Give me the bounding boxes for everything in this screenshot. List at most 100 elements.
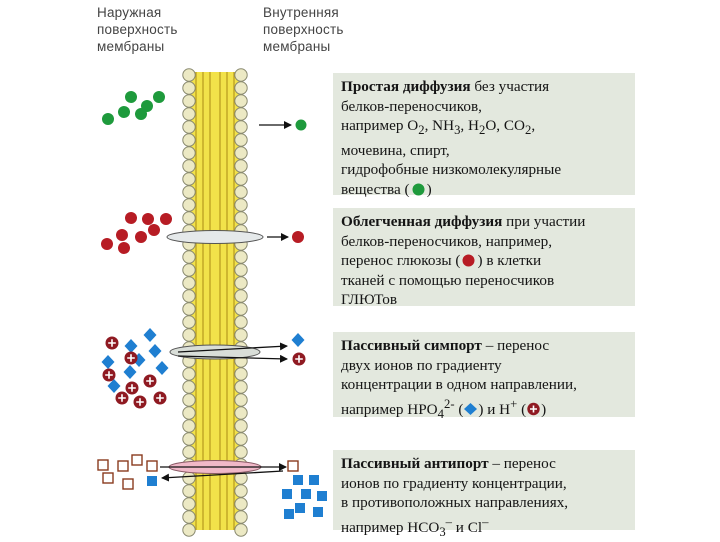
hco3-ion [122, 478, 134, 490]
inner-surface-header: Внутренняя поверхность мембраны [263, 4, 344, 55]
simple-diffusion-box: Простая диффузия без участия белков-пере… [333, 73, 635, 198]
glucose-molecule [160, 213, 172, 225]
phospholipid-head [182, 146, 196, 160]
box-text: O, CO [485, 117, 525, 134]
green-circle-icon [412, 183, 425, 196]
phospholipid-head [182, 133, 196, 147]
box-text: без участия [470, 78, 550, 95]
phospholipid-head [182, 172, 196, 186]
box-text: в противоположных направлениях, [341, 494, 569, 511]
phospholipid-head [234, 393, 248, 407]
phospholipid-head [182, 419, 196, 433]
glucose-molecule [125, 212, 137, 224]
phospholipid-head [182, 406, 196, 420]
box-text: ГЛЮТов [341, 291, 398, 308]
lipid-bilayer [182, 68, 248, 537]
subscript: 3 [454, 123, 461, 138]
box-text: например HCO [341, 518, 440, 536]
cl-ion [317, 491, 327, 501]
superscript: – [482, 514, 489, 529]
simple-diffusion-title: Простая диффузия [341, 78, 471, 95]
box-text: , NH [424, 117, 455, 134]
hpo4-ion [123, 365, 137, 379]
hpo4-ion [148, 344, 162, 358]
box-text: белков-переносчиков, [341, 97, 482, 115]
h-ion-plus [105, 371, 113, 379]
phospholipid-head [182, 523, 196, 537]
box-text: перенос глюкозы ( [341, 252, 461, 269]
phospholipid-head [182, 198, 196, 212]
cl-ion [295, 503, 305, 513]
carrier-proteins [166, 230, 264, 474]
phospholipid-head [182, 445, 196, 459]
symport-arrow-hpo4 [177, 342, 288, 353]
h-ion-plus [295, 355, 303, 363]
outer-header-line: поверхность [97, 22, 178, 37]
hco3-ion [117, 460, 129, 472]
phospholipid-head [182, 185, 196, 199]
facilitated-diffusion-title: Облегченная диффузия [341, 213, 503, 230]
box-text: концентрации в одном направлении, [341, 376, 577, 393]
phospholipid-head [182, 328, 196, 342]
box-text: – перенос [481, 337, 550, 354]
box-text: вещества ( [341, 180, 410, 198]
phospholipid-head [182, 107, 196, 121]
hco3-ion [97, 459, 109, 471]
glucose-molecule [135, 231, 147, 243]
phospholipid-head [234, 120, 248, 134]
hpo4-ion [107, 379, 121, 393]
box-text: ( [517, 400, 527, 418]
phospholipid-head [234, 380, 248, 394]
box-text: тканей с помощью переносчиков [341, 271, 555, 289]
box-text: белков-переносчиков, например, [341, 232, 553, 250]
diffusion-molecule [102, 113, 114, 125]
phospholipid-head [234, 302, 248, 316]
outer-header-line: Наружная [97, 5, 162, 20]
facilitated-diffusion-box: Облегченная диффузия при участии белков-… [333, 208, 635, 308]
red-circle-icon [462, 254, 475, 267]
box-text: мочевина, спирт, [341, 141, 450, 159]
inner-header-line: поверхность [263, 22, 344, 37]
outer-header-line: мембраны [97, 39, 165, 54]
diffusion-molecule [153, 91, 165, 103]
glucose-molecule [148, 224, 160, 236]
phospholipid-head [234, 419, 248, 433]
hco3-ion [287, 460, 299, 472]
phospholipid-head [182, 367, 196, 381]
phospholipid-head [234, 68, 248, 82]
phospholipid-head [234, 133, 248, 147]
formula-line: например O2, NH3, H2O, CO2, [341, 116, 629, 141]
superscript: + [510, 396, 518, 411]
glucose-molecule [142, 213, 154, 225]
box-text: , [531, 117, 536, 134]
phospholipid-head [234, 328, 248, 342]
phospholipid-head [182, 471, 196, 485]
outer-surface-header: Наружная поверхность мембраны [97, 4, 178, 55]
phospholipid-head [234, 484, 248, 498]
diffusion-molecule [135, 108, 147, 120]
hco3-ion [102, 472, 114, 484]
phospholipid-head [234, 250, 248, 264]
phospholipid-head [234, 432, 248, 446]
hco3-ion [131, 454, 143, 466]
cl-ion [284, 509, 294, 519]
phospholipid-head [182, 510, 196, 524]
phospholipid-head [234, 289, 248, 303]
box-text: – перенос [488, 455, 556, 472]
h-ion-plus [156, 394, 164, 402]
phospholipid-head [182, 211, 196, 225]
passive-symport-box: Пассивный симпорт – перенос двух ионов п… [333, 332, 635, 421]
glucose-molecule [116, 229, 128, 241]
box-text: ( [454, 400, 464, 418]
phospholipid-head [182, 276, 196, 290]
box-text: при участии [502, 213, 586, 230]
subscript: 2 [418, 123, 425, 138]
h-ion-plus [108, 339, 116, 347]
superscript: – [445, 514, 452, 529]
phospholipid-head [234, 146, 248, 160]
cl-ion [301, 489, 311, 499]
molecules [97, 91, 327, 519]
phospholipid-head [234, 510, 248, 524]
phospholipid-head [234, 367, 248, 381]
cl-ion [313, 507, 323, 517]
